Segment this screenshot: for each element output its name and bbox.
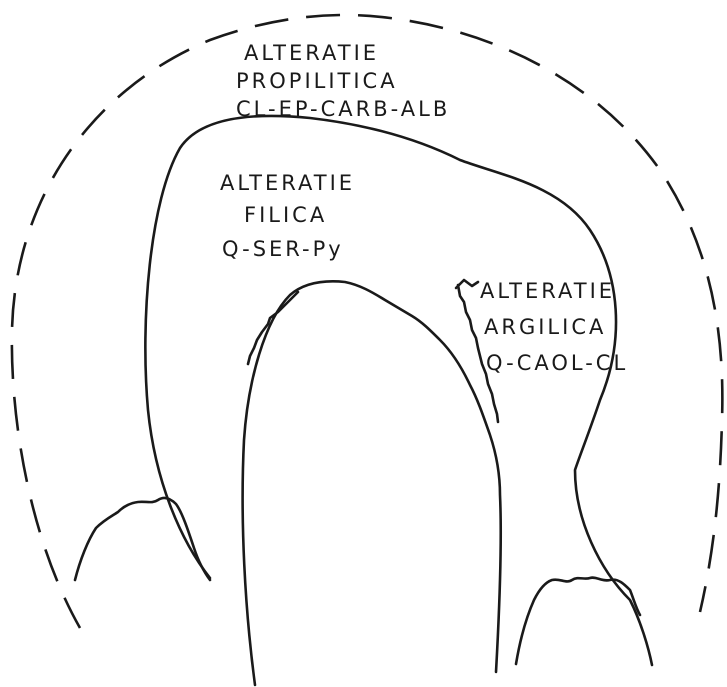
argilica-label-line1: ALTERATIE: [480, 279, 615, 303]
argillic-lobe-left: [75, 498, 210, 580]
filica-label-line2: FILICA: [244, 203, 327, 227]
argilica-label-line2: ARGILICA: [484, 315, 606, 339]
inner-core-boundary: [243, 281, 501, 685]
propilitica-label-line1: ALTERATIE: [244, 41, 379, 65]
filica-label-line1: ALTERATIE: [220, 171, 355, 195]
filica-label-line3: Q-SER-Py: [222, 237, 344, 261]
argillic-band-left: [248, 292, 298, 364]
propilitica-label-line2: PROPILITICA: [236, 69, 398, 93]
argilica-label-line3: Q-CAOL-CL: [486, 351, 628, 375]
phyllic-zone-boundary: [145, 116, 652, 665]
propilitica-label-line3: CL-EP-CARB-ALB: [236, 97, 450, 121]
